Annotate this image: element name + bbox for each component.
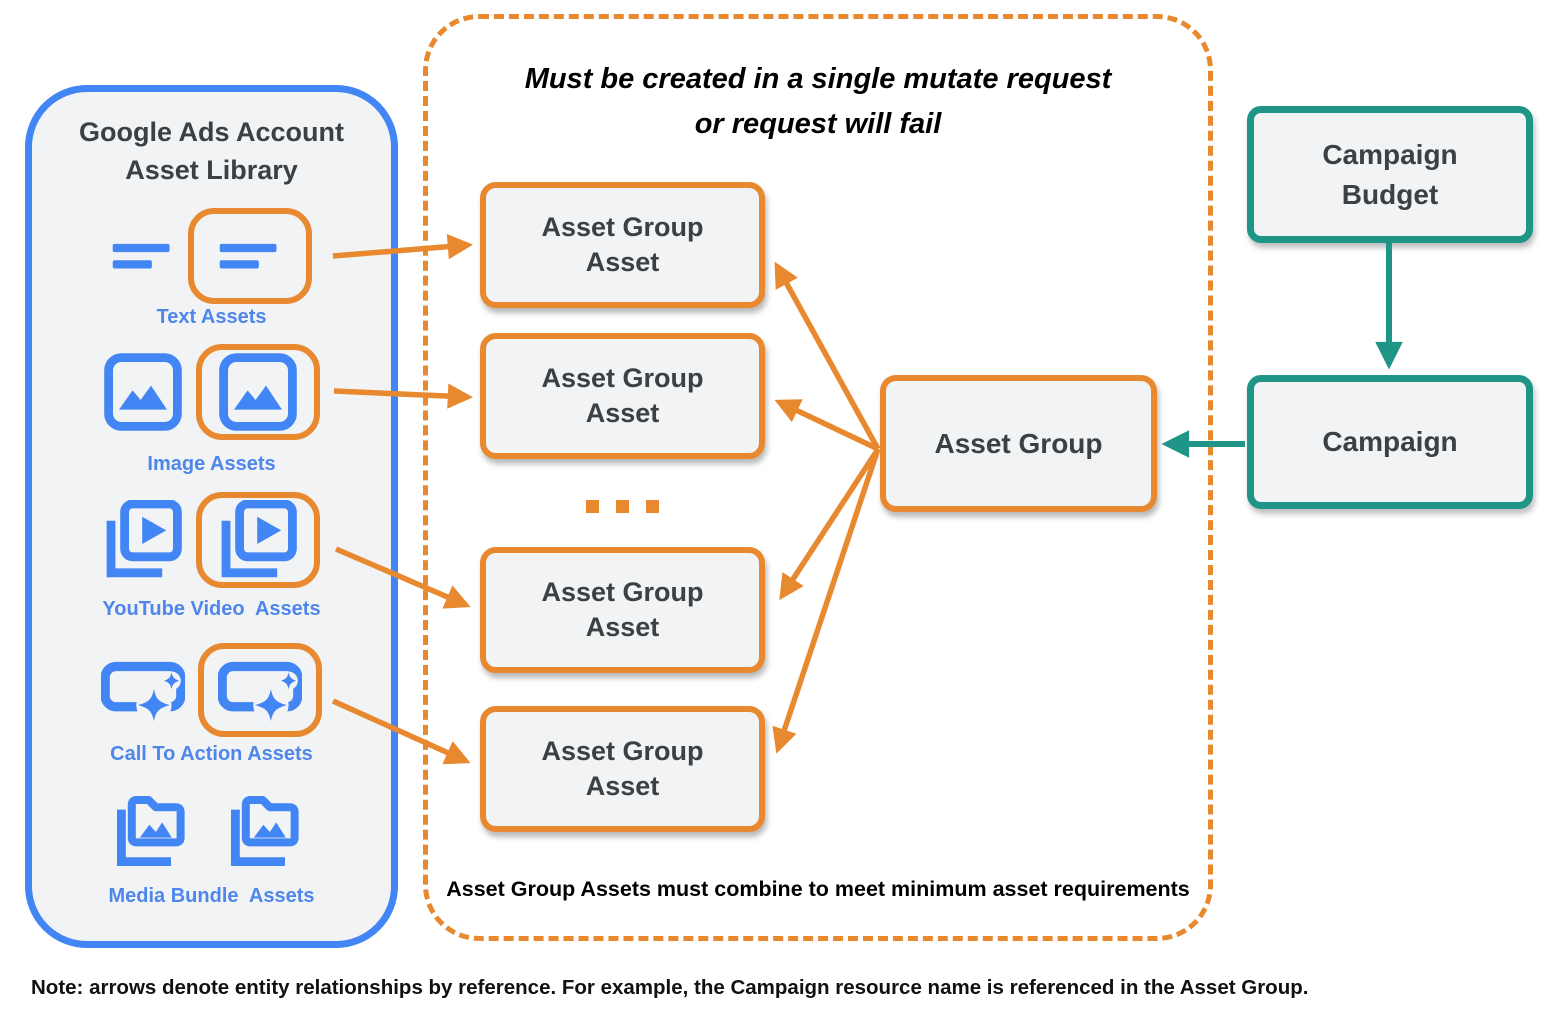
mutate-title-line1: Must be created in a single mutate reque… xyxy=(524,63,1112,95)
asset-group-asset-label: Asset Group Asset xyxy=(541,211,704,277)
asset-group-asset-label: Asset Group Asset xyxy=(541,362,704,428)
selected-asset-highlight xyxy=(196,344,320,440)
mutate-title-line2: or request will fail xyxy=(694,107,942,140)
asset-row-image xyxy=(32,343,391,441)
selected-asset-highlight xyxy=(196,492,320,588)
asset-row-text xyxy=(32,207,391,305)
text-lines-icon xyxy=(218,242,282,271)
youtube-play-icon xyxy=(218,500,298,580)
asset-group-box: Asset Group xyxy=(880,375,1157,512)
ellipsis xyxy=(480,500,765,514)
asset-label-youtube: YouTube Video Assets xyxy=(102,598,321,620)
asset-label-image: Image Assets xyxy=(147,453,276,475)
asset-row-cta xyxy=(32,641,391,739)
asset-row-youtube xyxy=(32,491,391,589)
image-icon xyxy=(103,352,183,432)
text-lines-icon xyxy=(111,242,175,271)
asset-row-media xyxy=(32,779,391,877)
asset-group-asset-label: Asset Group Asset xyxy=(541,735,704,801)
asset-library-panel: Google Ads Account Asset Library Text As… xyxy=(25,85,398,948)
media-bundle-icon xyxy=(113,788,197,868)
youtube-play-icon xyxy=(103,500,183,580)
asset-group-asset-label: Asset Group Asset xyxy=(541,576,704,642)
selected-asset-highlight xyxy=(188,208,312,304)
selected-asset-highlight xyxy=(198,643,322,737)
image-icon xyxy=(218,352,298,432)
asset-group-asset-box-1: Asset Group Asset xyxy=(480,182,765,308)
campaign-budget-box: Campaign Budget xyxy=(1247,106,1533,243)
asset-label-text: Text Assets xyxy=(156,306,267,328)
asset-library-title: Google Ads Account Asset Library xyxy=(32,114,391,190)
asset-group-label: Asset Group xyxy=(934,427,1103,459)
mutate-request-title: Must be created in a single mutate reque… xyxy=(428,57,1208,147)
footnote: Note: arrows denote entity relationships… xyxy=(31,976,1309,999)
campaign-box: Campaign xyxy=(1247,375,1533,509)
asset-library-title-line2: Asset Library xyxy=(125,154,298,185)
media-bundle-icon xyxy=(227,788,311,868)
asset-label-media: Media Bundle Assets xyxy=(108,885,315,907)
asset-group-asset-box-3: Asset Group Asset xyxy=(480,547,765,673)
asset-label-cta: Call To Action Assets xyxy=(110,743,313,765)
mutate-request-group: Must be created in a single mutate reque… xyxy=(423,14,1213,941)
asset-group-asset-box-2: Asset Group Asset xyxy=(480,333,765,459)
campaign-budget-label: Campaign Budget xyxy=(1322,139,1458,210)
campaign-label: Campaign xyxy=(1322,426,1458,458)
asset-group-asset-box-4: Asset Group Asset xyxy=(480,706,765,832)
asset-library-title-line1: Google Ads Account xyxy=(78,117,344,147)
mutate-caption: Asset Group Assets must combine to meet … xyxy=(446,877,1190,901)
call-to-action-icon xyxy=(218,658,302,722)
call-to-action-icon xyxy=(101,658,185,722)
